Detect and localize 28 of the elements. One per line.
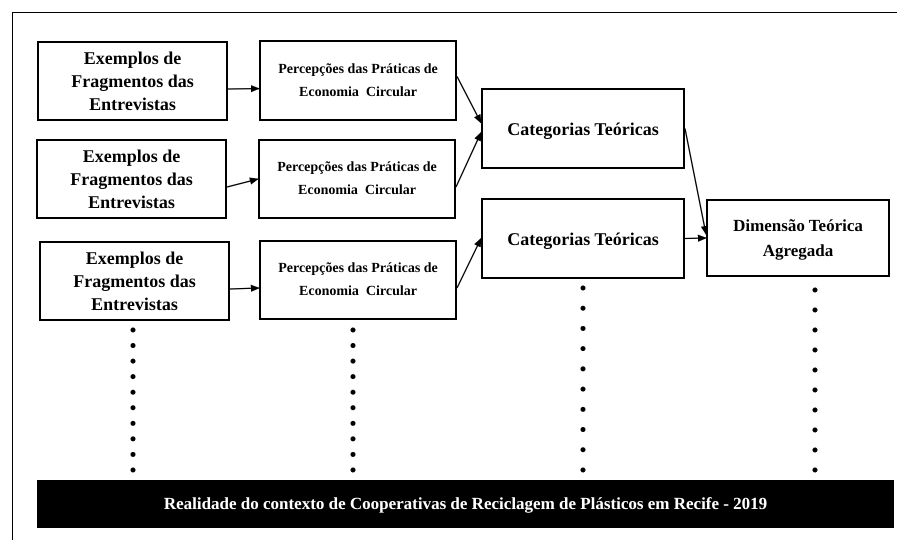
arrow bbox=[684, 234, 707, 242]
arrow bbox=[684, 128, 708, 235]
process-box bbox=[37, 41, 228, 121]
process-box bbox=[259, 240, 457, 320]
box-text: Exemplos de Fragmentos das Entrevistas bbox=[72, 246, 197, 316]
box-text: Exemplos de Fragmentos das Entrevistas bbox=[69, 144, 194, 214]
process-box bbox=[259, 40, 457, 121]
box-text: Realidade do contexto de Cooperativas de Reciclagem de Plásticos em Recife - 2019 bbox=[164, 493, 768, 516]
process-box bbox=[706, 199, 890, 277]
box-text: Dimensão Teórica Agregada bbox=[732, 215, 864, 262]
box-text: Percepções das Práticas de Economia Circular bbox=[277, 260, 439, 301]
box-text: Exemplos de Fragmentos das Entrevistas bbox=[70, 46, 195, 116]
box-text: Categorias Teóricas bbox=[507, 228, 659, 251]
process-box bbox=[39, 241, 230, 321]
process-box bbox=[481, 88, 685, 169]
process-box bbox=[258, 139, 456, 219]
box-text: Percepções das Práticas de Economia Circular bbox=[276, 159, 438, 200]
arrow bbox=[228, 85, 260, 92]
box-text: Percepções das Práticas de Economia Circular bbox=[277, 60, 439, 102]
context-banner bbox=[37, 480, 894, 528]
arrow bbox=[226, 178, 259, 188]
process-box bbox=[36, 139, 227, 219]
box-text: Categorias Teóricas bbox=[507, 118, 659, 141]
arrow bbox=[456, 238, 482, 288]
process-box bbox=[481, 198, 685, 279]
arrow bbox=[455, 132, 482, 188]
arrow bbox=[456, 76, 482, 124]
arrow bbox=[230, 284, 260, 292]
